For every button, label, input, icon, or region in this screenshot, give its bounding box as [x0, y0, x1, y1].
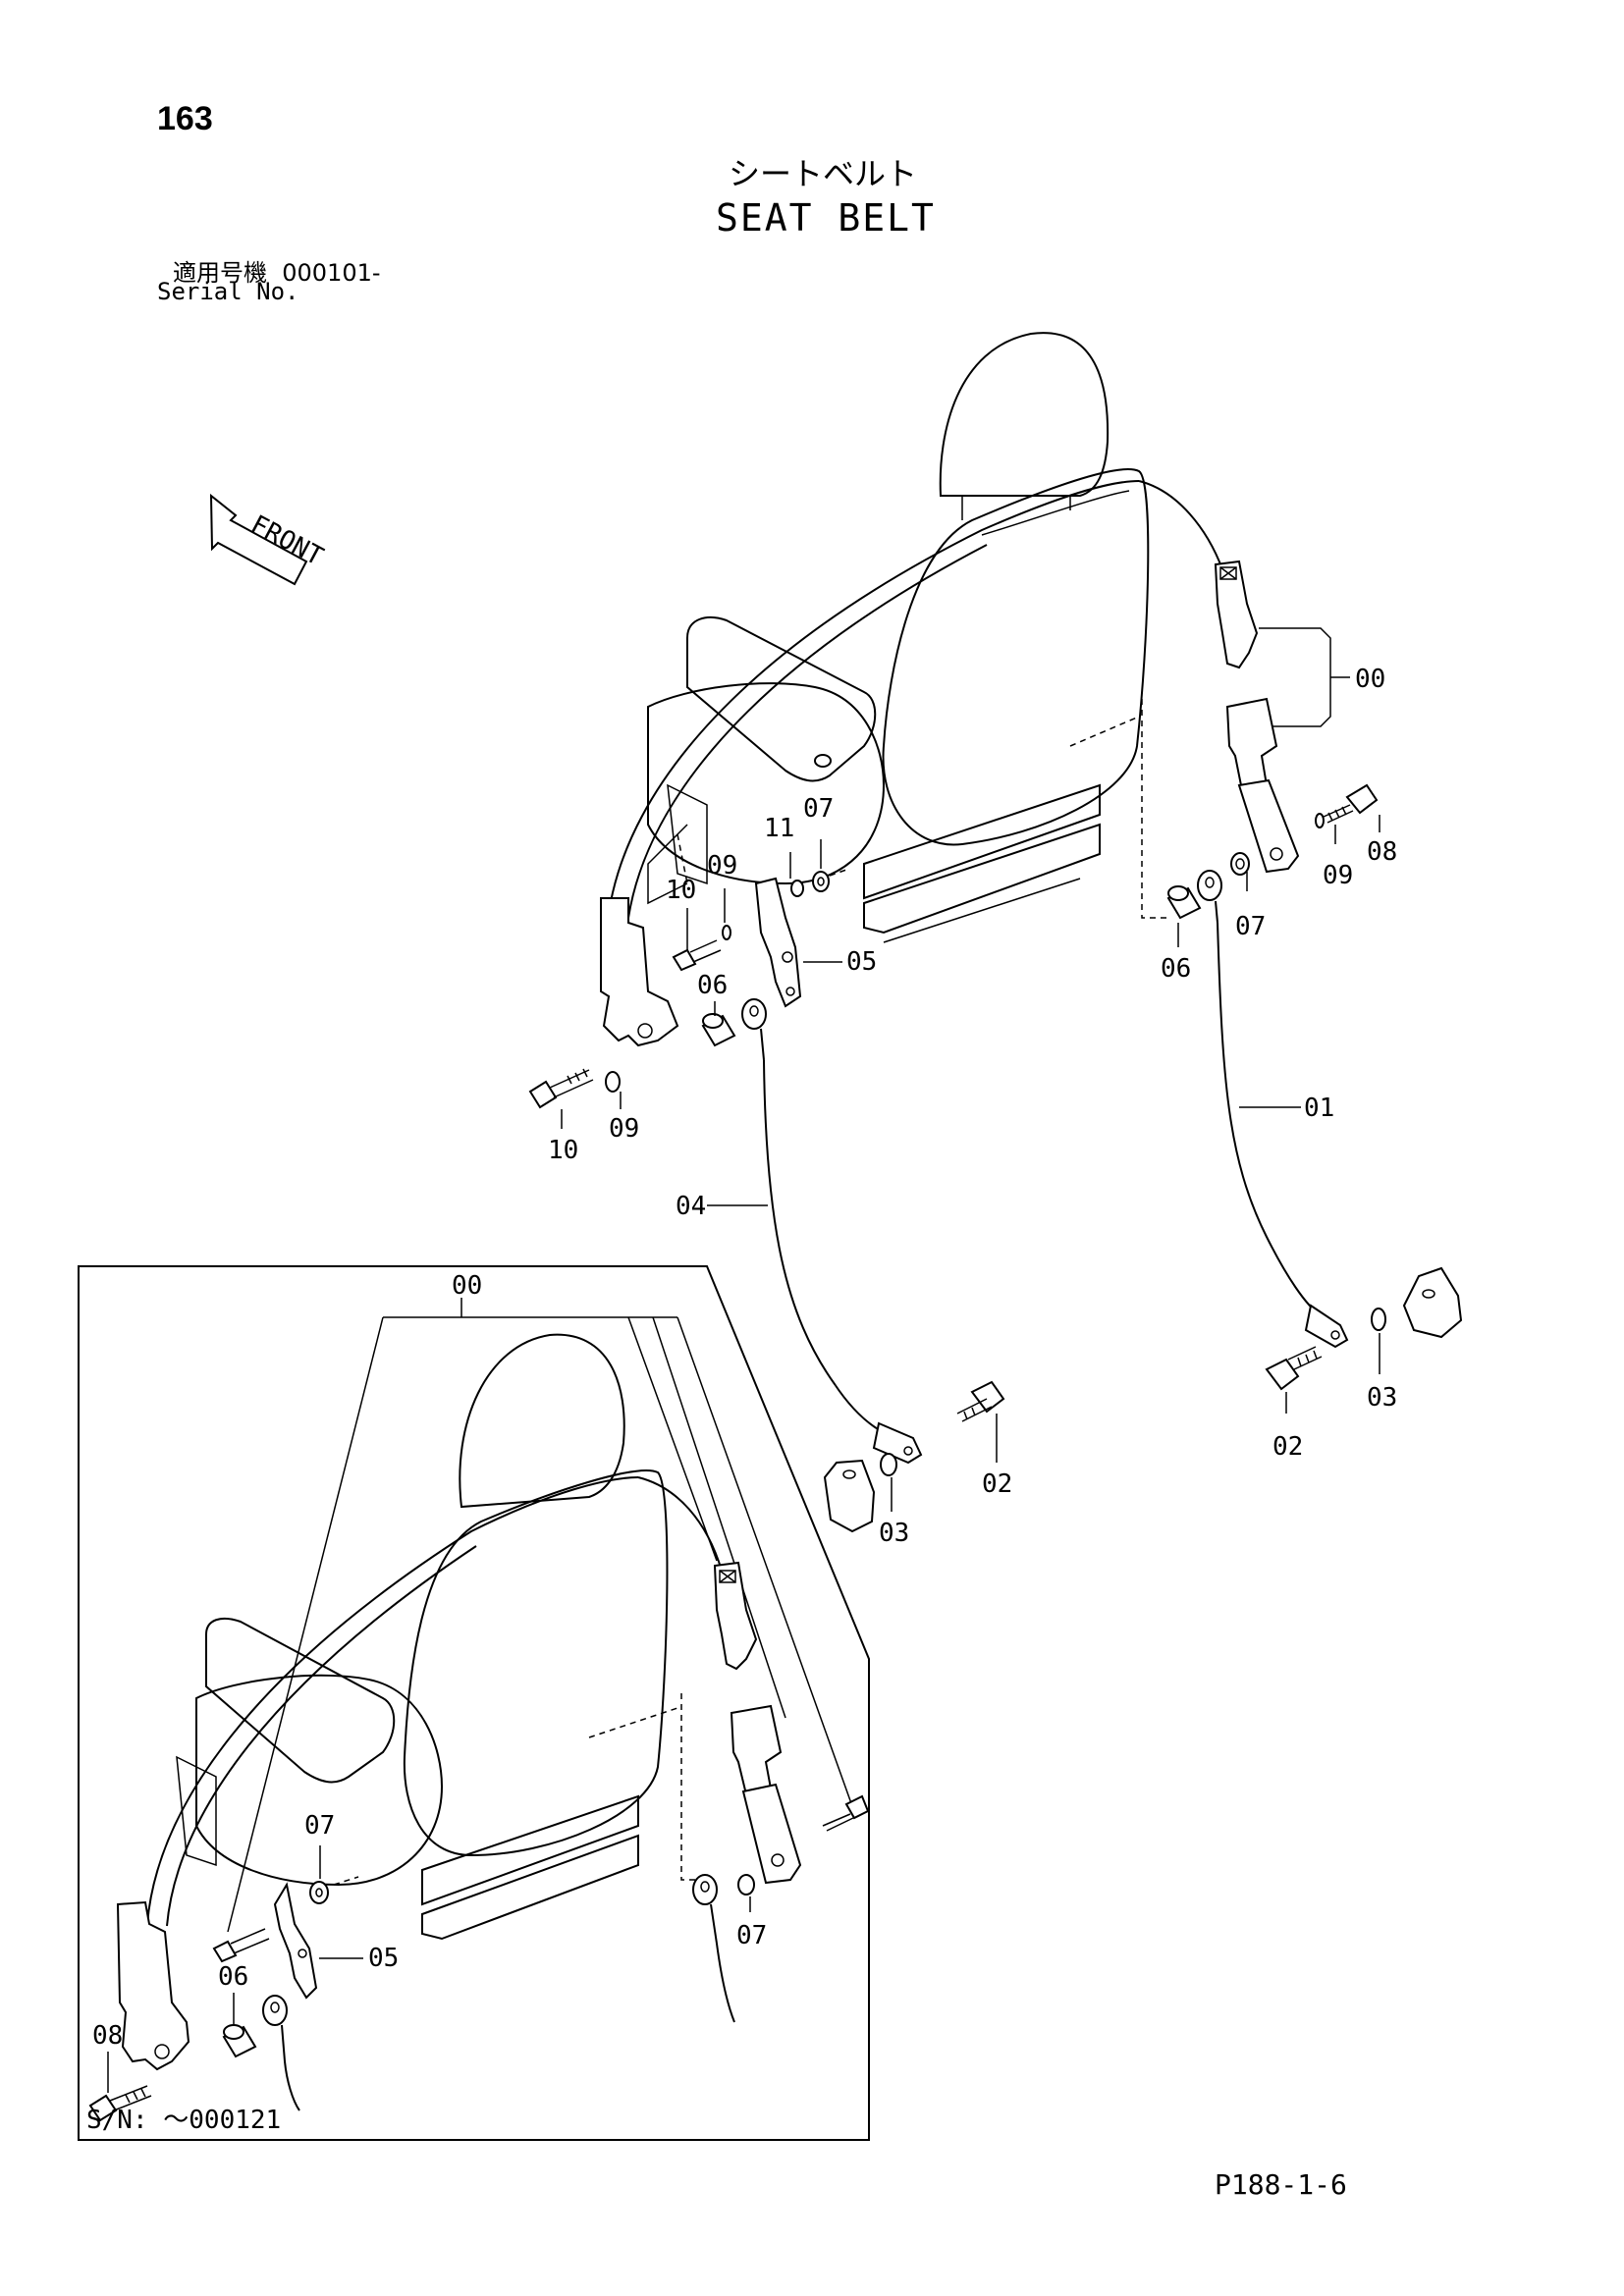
inset-washer-07-right-icon [737, 1874, 755, 1896]
callout-09-mid: 09 [707, 851, 737, 881]
inset-callout-00: 00 [452, 1271, 482, 1301]
inset-bracket-05-icon [273, 1882, 318, 2000]
spacer-06-left-icon [701, 1013, 736, 1047]
title-japanese: シートベルト [729, 155, 918, 192]
callout-01: 01 [1304, 1094, 1334, 1123]
inset-armrest-icon [205, 1617, 396, 1784]
washer-07-left-icon [812, 871, 830, 892]
washer-09-right-icon [1315, 813, 1325, 828]
washer-11-icon [790, 880, 804, 897]
washer-09-lower-icon [605, 1071, 621, 1093]
ground-cable-04 [741, 998, 923, 1465]
bolt-10-lower-icon [528, 1068, 594, 1109]
inset-bolt-right-icon [822, 1794, 870, 1832]
inset-headrest-icon [459, 1333, 625, 1509]
inset-seat-cushion-icon [195, 1674, 444, 1887]
headrest-icon [939, 332, 1110, 497]
inset-washer-07-left-icon [309, 1881, 329, 1904]
inset-backrest-icon [403, 1469, 669, 1857]
callout-07-left: 07 [803, 794, 834, 824]
belt-anchor-left-icon [600, 897, 679, 1047]
callout-02-left: 02 [982, 1469, 1012, 1499]
inset-callout-08: 08 [92, 2021, 123, 2051]
serial-label-en: Serial No. [157, 278, 299, 305]
inset-belt-anchor-icon [116, 1900, 190, 2071]
lap-belt-right [1138, 480, 1300, 874]
seat-cushion-icon [647, 682, 886, 885]
ground-cable-01 [1197, 870, 1349, 1349]
bolt-02-right-icon [1265, 1346, 1323, 1391]
inset-cable-right-icon [692, 1874, 735, 2023]
inset-view-frame [78, 1265, 870, 2141]
callout-05: 05 [846, 947, 877, 977]
document-reference: P188-1-6 [1215, 2168, 1347, 2201]
callout-09-lower: 09 [609, 1114, 639, 1144]
front-arrow-label: FRONT [246, 509, 328, 571]
title-english: SEAT BELT [716, 196, 936, 240]
armrest-icon [686, 616, 877, 782]
inset-serial-note: S/N: ～000121 [86, 2106, 281, 2135]
inset-cable-left-icon [262, 1995, 300, 2111]
serial-range: 000101- [282, 259, 381, 287]
front-arrow-icon: FRONT [209, 493, 328, 586]
bolt-10-upper-icon [672, 939, 722, 972]
inset-callout-07-right: 07 [736, 1921, 767, 1950]
callout-02-right: 02 [1272, 1432, 1303, 1462]
inset-buckle-anchor-plate-icon [741, 1783, 802, 1885]
callout-09-right: 09 [1323, 861, 1353, 890]
lap-belt-left [600, 480, 1140, 1047]
washer-09-mid-icon [722, 925, 731, 940]
washer-03-left-icon [880, 1453, 897, 1476]
inset-seat-assembly [116, 1333, 802, 2071]
buckle-icon [1225, 697, 1278, 792]
callout-00: 00 [1355, 665, 1385, 694]
washer-07-right-icon [1230, 852, 1250, 876]
inset-bolt-upper-icon [212, 1928, 270, 1963]
callout-06-left: 06 [697, 971, 728, 1000]
main-seat-assembly [647, 332, 1150, 943]
callout-04: 04 [676, 1192, 706, 1221]
callout-03-left: 03 [879, 1519, 909, 1548]
inset-callout-06: 06 [218, 1962, 248, 1992]
inset-spacer-06-icon [222, 2024, 257, 2058]
serial-label-jp: 適用号機 [173, 259, 267, 287]
callout-10-lower: 10 [548, 1136, 578, 1165]
anchor-block-right-icon [1402, 1266, 1463, 1339]
inset-callout-00-bracket [383, 1298, 677, 1318]
callout-11: 11 [764, 814, 794, 843]
bolt-08-icon [1323, 783, 1379, 824]
bracket-05-icon [754, 877, 802, 1008]
page-number: 163 [157, 100, 213, 137]
inset-buckle-icon [730, 1704, 783, 1796]
spacer-06-right-icon [1166, 885, 1202, 920]
inset-bolt-08-icon [88, 2085, 152, 2122]
belt-tongue-icon [1214, 560, 1259, 669]
bolt-02-left-icon [956, 1380, 1005, 1422]
anchor-block-left-icon [823, 1459, 876, 1533]
backrest-icon [882, 468, 1150, 846]
inset-belt-tongue-icon [713, 1561, 758, 1671]
callout-03-right: 03 [1367, 1383, 1397, 1413]
callout-08: 08 [1367, 837, 1397, 867]
callout-10-upper: 10 [666, 876, 696, 905]
callout-06-right: 06 [1161, 954, 1191, 984]
washer-03-right-icon [1371, 1308, 1386, 1331]
callout-07-right: 07 [1235, 912, 1266, 941]
serial-applicability: 適用号機 000101- [173, 253, 381, 288]
buckle-anchor-plate-icon [1237, 778, 1300, 874]
inset-callout-05: 05 [368, 1944, 399, 1973]
inset-callout-07-left: 07 [304, 1811, 335, 1841]
